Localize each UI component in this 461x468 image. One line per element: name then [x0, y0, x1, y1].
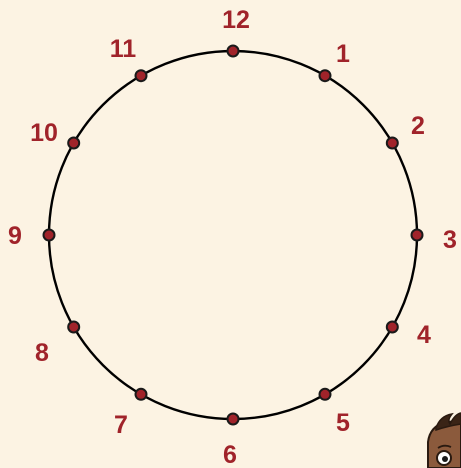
- hour-point-5: [320, 389, 331, 400]
- hour-point-9: [44, 230, 55, 241]
- hour-label-5: 5: [336, 409, 350, 437]
- hour-label-10: 10: [30, 119, 58, 147]
- hour-point-11: [136, 70, 147, 81]
- cartoon-character-peeking-icon: [428, 413, 461, 468]
- hour-label-1: 1: [336, 40, 350, 68]
- hour-label-3: 3: [443, 226, 457, 254]
- hour-point-7: [136, 389, 147, 400]
- clock-circle: [49, 51, 417, 419]
- hour-point-2: [387, 138, 398, 149]
- hour-label-11: 11: [110, 35, 137, 63]
- hour-points: [44, 46, 423, 425]
- hour-label-6: 6: [223, 441, 237, 468]
- hour-point-10: [68, 138, 79, 149]
- hour-point-6: [228, 414, 239, 425]
- hour-label-2: 2: [411, 112, 425, 140]
- hour-label-7: 7: [114, 411, 128, 439]
- hour-point-4: [387, 322, 398, 333]
- hour-label-8: 8: [35, 339, 49, 367]
- hour-point-1: [320, 70, 331, 81]
- hour-point-12: [228, 46, 239, 57]
- character-pupil: [442, 456, 448, 462]
- hour-label-9: 9: [8, 222, 22, 250]
- hour-label-12: 12: [222, 6, 250, 34]
- hour-point-3: [412, 230, 423, 241]
- hour-label-4: 4: [417, 321, 431, 349]
- hour-point-8: [68, 322, 79, 333]
